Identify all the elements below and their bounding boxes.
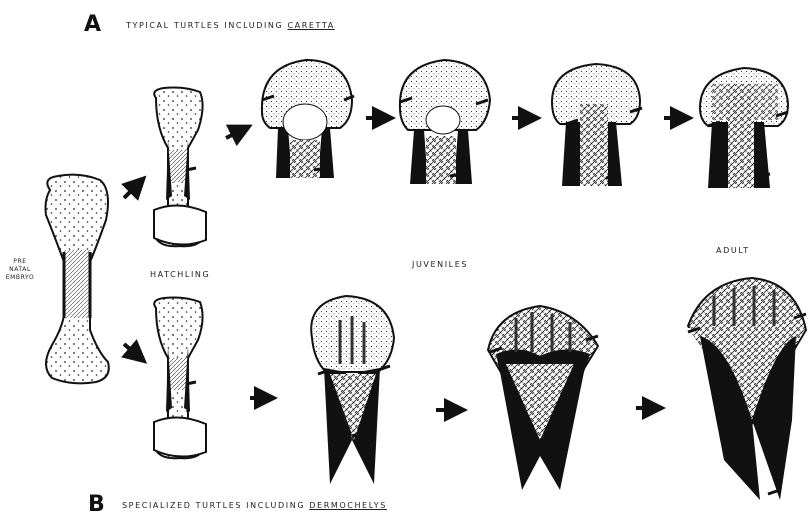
juvenile-bone-b1 — [311, 296, 394, 484]
hatchling-bone-b — [154, 298, 206, 459]
panel-b-caption: SPECIALIZED TURTLES INCLUDING DERMOCHELY… — [122, 501, 387, 510]
panel-a-caption: TYPICAL TURTLES INCLUDING CARETTA — [126, 21, 335, 30]
panel-b-letter: B — [88, 492, 105, 517]
prenatal-embryo-label: PRE NATAL EMBRYO — [0, 258, 40, 282]
panel-a-letter: A — [84, 12, 101, 37]
adult-label: ADULT — [716, 246, 750, 255]
prenatal-embryo-bone — [46, 175, 109, 384]
arrow-embryo-to-hatchling-a — [124, 184, 138, 198]
juvenile-bone-a2 — [400, 60, 490, 184]
adult-bone-a — [700, 68, 788, 188]
hatchling-label: HATCHLING — [150, 270, 210, 279]
juvenile-bone-b2 — [488, 306, 598, 490]
panel-b-caption-prefix: SPECIALIZED TURTLES INCLUDING — [122, 501, 305, 510]
hatchling-bone-a — [154, 88, 206, 247]
juvenile-bone-a1 — [262, 60, 354, 178]
juveniles-label: JUVENILES — [412, 260, 468, 269]
juvenile-bone-a3 — [552, 64, 642, 186]
arrow-embryo-to-hatchling-b — [124, 344, 138, 356]
adult-bone-b — [688, 278, 806, 500]
panel-a-caption-prefix: TYPICAL TURTLES INCLUDING — [126, 21, 283, 30]
prenatal-label-line-3: EMBRYO — [0, 274, 40, 282]
arrow-hatchling-to-juvenile-a1 — [226, 130, 242, 138]
panel-a-caption-taxon: CARETTA — [287, 21, 334, 30]
prenatal-label-line-1: PRE — [0, 258, 40, 266]
prenatal-label-line-2: NATAL — [0, 266, 40, 274]
panel-b-caption-taxon: DERMOCHELYS — [309, 501, 387, 510]
